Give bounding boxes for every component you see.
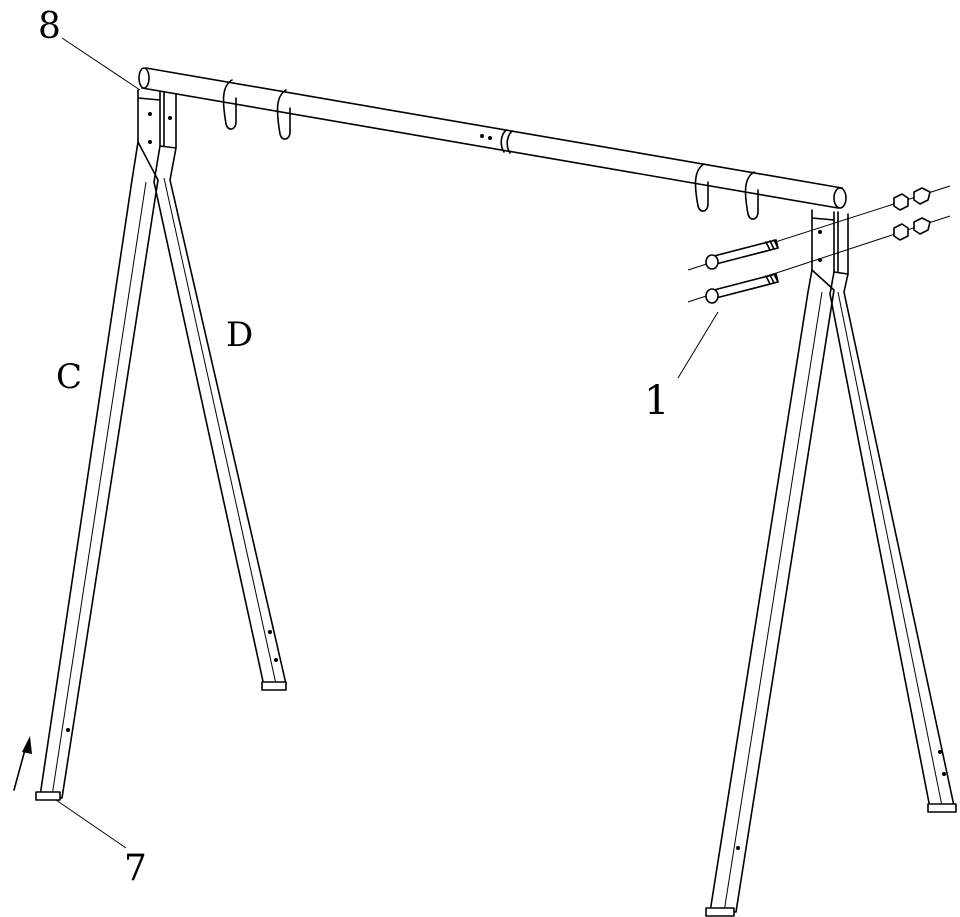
right-a-frame [705, 209, 957, 917]
hook-left-2 [276, 89, 291, 140]
bolt-upper [705, 239, 779, 270]
nut-lower [893, 217, 931, 241]
bolt-lower [705, 273, 779, 304]
hook-right-2 [744, 171, 759, 220]
nut-upper [893, 187, 931, 211]
callout-8: 8 [38, 6, 61, 47]
up-arrow-icon [13, 736, 32, 791]
left-a-frame [35, 89, 287, 801]
bolt-assembly [687, 185, 951, 304]
leader-lines [55, 37, 719, 849]
top-beam [138, 67, 847, 209]
callout-1: 1 [644, 378, 669, 424]
hook-left-1 [222, 79, 237, 130]
part-label-d: D [226, 315, 253, 355]
callout-7: 7 [124, 848, 147, 889]
part-label-c: C [56, 357, 82, 397]
hook-right-1 [694, 163, 709, 212]
